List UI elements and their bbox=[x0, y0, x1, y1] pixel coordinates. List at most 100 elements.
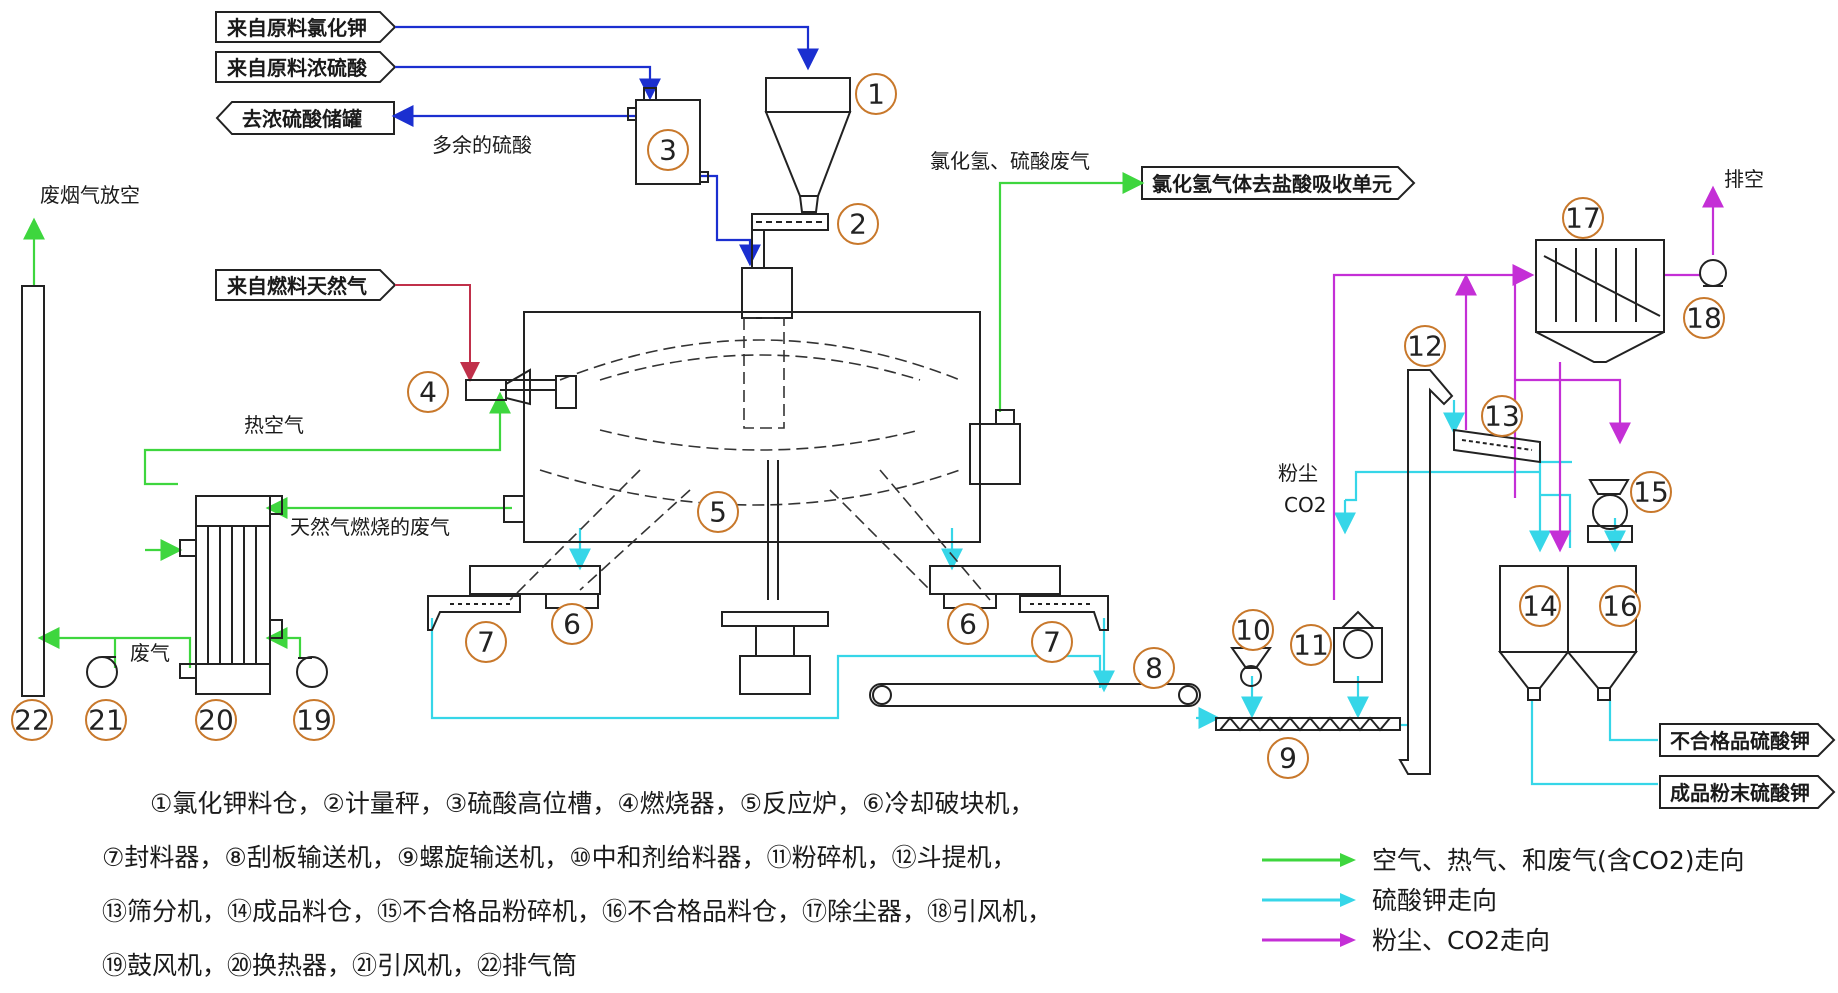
equipment-number-label: 15 bbox=[1633, 476, 1669, 509]
equipment-number-circle bbox=[1519, 585, 1561, 627]
flow-legend-label: 硫酸钾走向 bbox=[1372, 886, 1497, 915]
equipment-number-circle bbox=[465, 621, 507, 663]
equipment-number-label: 3 bbox=[659, 134, 677, 167]
svg-text:氯化氢气体去盐酸吸收单元: 氯化氢气体去盐酸吸收单元 bbox=[1152, 172, 1392, 196]
seal-feeder-left bbox=[427, 595, 521, 631]
heat-exchanger bbox=[179, 495, 283, 695]
equipment-number-circle bbox=[1290, 624, 1332, 666]
equipment-number-label: 2 bbox=[849, 208, 867, 241]
acid-feed-line bbox=[395, 65, 661, 101]
equipment-number-circle bbox=[1630, 471, 1672, 513]
flow-legend-arrow bbox=[1340, 933, 1356, 947]
tag-h2so4-in: 来自原料浓硫酸 bbox=[215, 51, 397, 83]
tag-hcl-out: 氯化氢气体去盐酸吸收单元 bbox=[1141, 166, 1416, 200]
tag-unqualified-out: 不合格品硫酸钾 bbox=[1659, 723, 1836, 757]
screen-to-16-line bbox=[1540, 493, 1572, 548]
induced-fan-21 bbox=[86, 656, 118, 688]
dust-collector bbox=[1535, 239, 1665, 363]
hcl-gas-label: 氯化氢、硫酸废气 bbox=[930, 149, 1090, 173]
equipment-number-label: 11 bbox=[1293, 629, 1329, 662]
exhaust-label: 废气 bbox=[130, 641, 170, 665]
cooling-crusher-right bbox=[929, 565, 1061, 609]
equipment-number-circle bbox=[855, 73, 897, 115]
bucket-elevator bbox=[1398, 369, 1454, 775]
equipment-number-label: 12 bbox=[1407, 330, 1443, 363]
left-7-to-conveyor-line bbox=[430, 618, 1102, 720]
unqualified-crusher bbox=[1587, 479, 1633, 543]
blower-19 bbox=[296, 656, 328, 688]
svg-text:来自燃料天然气: 来自燃料天然气 bbox=[226, 274, 367, 298]
equipment-number-circle bbox=[1683, 297, 1725, 339]
equipment-number-label: 5 bbox=[709, 496, 727, 529]
equipment-number-label: 20 bbox=[198, 704, 234, 737]
acid-to-reactor-line bbox=[700, 174, 761, 267]
equipment-number-circle bbox=[195, 699, 237, 741]
equipment-number-label: 18 bbox=[1686, 302, 1722, 335]
svg-text:来自原料浓硫酸: 来自原料浓硫酸 bbox=[226, 56, 368, 80]
equipment-number-circle bbox=[1031, 621, 1073, 663]
equipment-number-label: 7 bbox=[1043, 626, 1061, 659]
kcl-hopper bbox=[764, 77, 852, 213]
dust-label: 粉尘 bbox=[1278, 461, 1318, 485]
screener bbox=[1453, 428, 1541, 464]
excess-acid-label: 多余的硫酸 bbox=[432, 133, 532, 157]
acid-head-tank bbox=[627, 87, 709, 185]
flow-legend-label: 空气、热气、和废气(含CO2)走向 bbox=[1372, 846, 1745, 875]
equipment-number-label: 22 bbox=[14, 704, 50, 737]
reactor-furnace bbox=[500, 267, 1021, 601]
equipment-number-circle bbox=[837, 203, 879, 245]
svg-text:去浓硫酸储罐: 去浓硫酸储罐 bbox=[242, 107, 362, 131]
equipment-number-circle bbox=[1232, 609, 1274, 651]
tag-product-out: 成品粉末硫酸钾 bbox=[1659, 775, 1836, 809]
induced-fan-18 bbox=[1699, 259, 1727, 287]
equipment-number-label: 9 bbox=[1279, 742, 1297, 775]
exhaust-to-stack-line bbox=[37, 627, 192, 668]
crusher bbox=[1333, 610, 1383, 683]
natgas-line bbox=[395, 284, 480, 382]
equipment-number-label: 1 bbox=[867, 78, 885, 111]
equipment-number-label: 4 bbox=[419, 376, 437, 409]
cooling-crusher-left bbox=[469, 565, 601, 609]
equipment-number-label: 8 bbox=[1145, 652, 1163, 685]
tag-h2so4-out: 去浓硫酸储罐 bbox=[215, 101, 395, 135]
reactor-drive bbox=[721, 460, 829, 695]
equipment-number-circle bbox=[11, 699, 53, 741]
equipment-number-circle bbox=[1481, 395, 1523, 437]
hot-air-label: 热空气 bbox=[244, 413, 304, 437]
tag-natgas-in: 来自燃料天然气 bbox=[215, 269, 397, 301]
silo-16-to-unqualified-line bbox=[1608, 700, 1658, 742]
vent-label: 排空 bbox=[1724, 167, 1764, 191]
hot-air-line bbox=[143, 391, 511, 486]
blower-to-hx-line bbox=[265, 627, 302, 658]
equipment-number-circle bbox=[647, 129, 689, 171]
equipment-number-circle bbox=[697, 491, 739, 533]
exhaust-stack bbox=[21, 285, 45, 697]
silo-14-to-product-line bbox=[1530, 700, 1658, 786]
flow-legend-arrow bbox=[1340, 853, 1356, 867]
equipment-number-label: 13 bbox=[1484, 400, 1520, 433]
flue-vent-label: 废烟气放空 bbox=[40, 183, 140, 207]
legend-line-2: ⑦封料器，⑧刮板输送机，⑨螺旋输送机，⑩中和剂给料器，⑪粉碎机，⑫斗提机， bbox=[102, 843, 1017, 872]
equipment-number-circle bbox=[1267, 737, 1309, 779]
equipment-number-circle bbox=[551, 603, 593, 645]
legend-line-3: ⑬筛分机，⑭成品料仓，⑮不合格品粉碎机，⑯不合格品料仓，⑰除尘器，⑱引风机， bbox=[102, 897, 1052, 926]
svg-text:成品粉末硫酸钾: 成品粉末硫酸钾 bbox=[1670, 781, 1810, 805]
burner bbox=[465, 368, 531, 406]
equipment-number-circle bbox=[1599, 585, 1641, 627]
equipment-number-label: 17 bbox=[1565, 202, 1601, 235]
svg-text:来自原料氯化钾: 来自原料氯化钾 bbox=[226, 16, 367, 40]
equipment-number-circle bbox=[947, 603, 989, 645]
screw-conveyor bbox=[1215, 716, 1401, 732]
kcl-feed-line bbox=[395, 25, 819, 71]
equipment-number-label: 19 bbox=[296, 704, 332, 737]
tag-kcl-in: 来自原料氯化钾 bbox=[215, 11, 397, 43]
hcl-gas-line bbox=[998, 172, 1145, 412]
equipment-number-circle bbox=[293, 699, 335, 741]
equipment-number-circle bbox=[85, 699, 127, 741]
equipment-number-label: 7 bbox=[477, 626, 495, 659]
legend-line-1: ①氯化钾料仓，②计量秤，③硫酸高位槽，④燃烧器，⑤反应炉，⑥冷却破块机， bbox=[150, 789, 1034, 818]
equipment-number-label: 6 bbox=[959, 608, 977, 641]
